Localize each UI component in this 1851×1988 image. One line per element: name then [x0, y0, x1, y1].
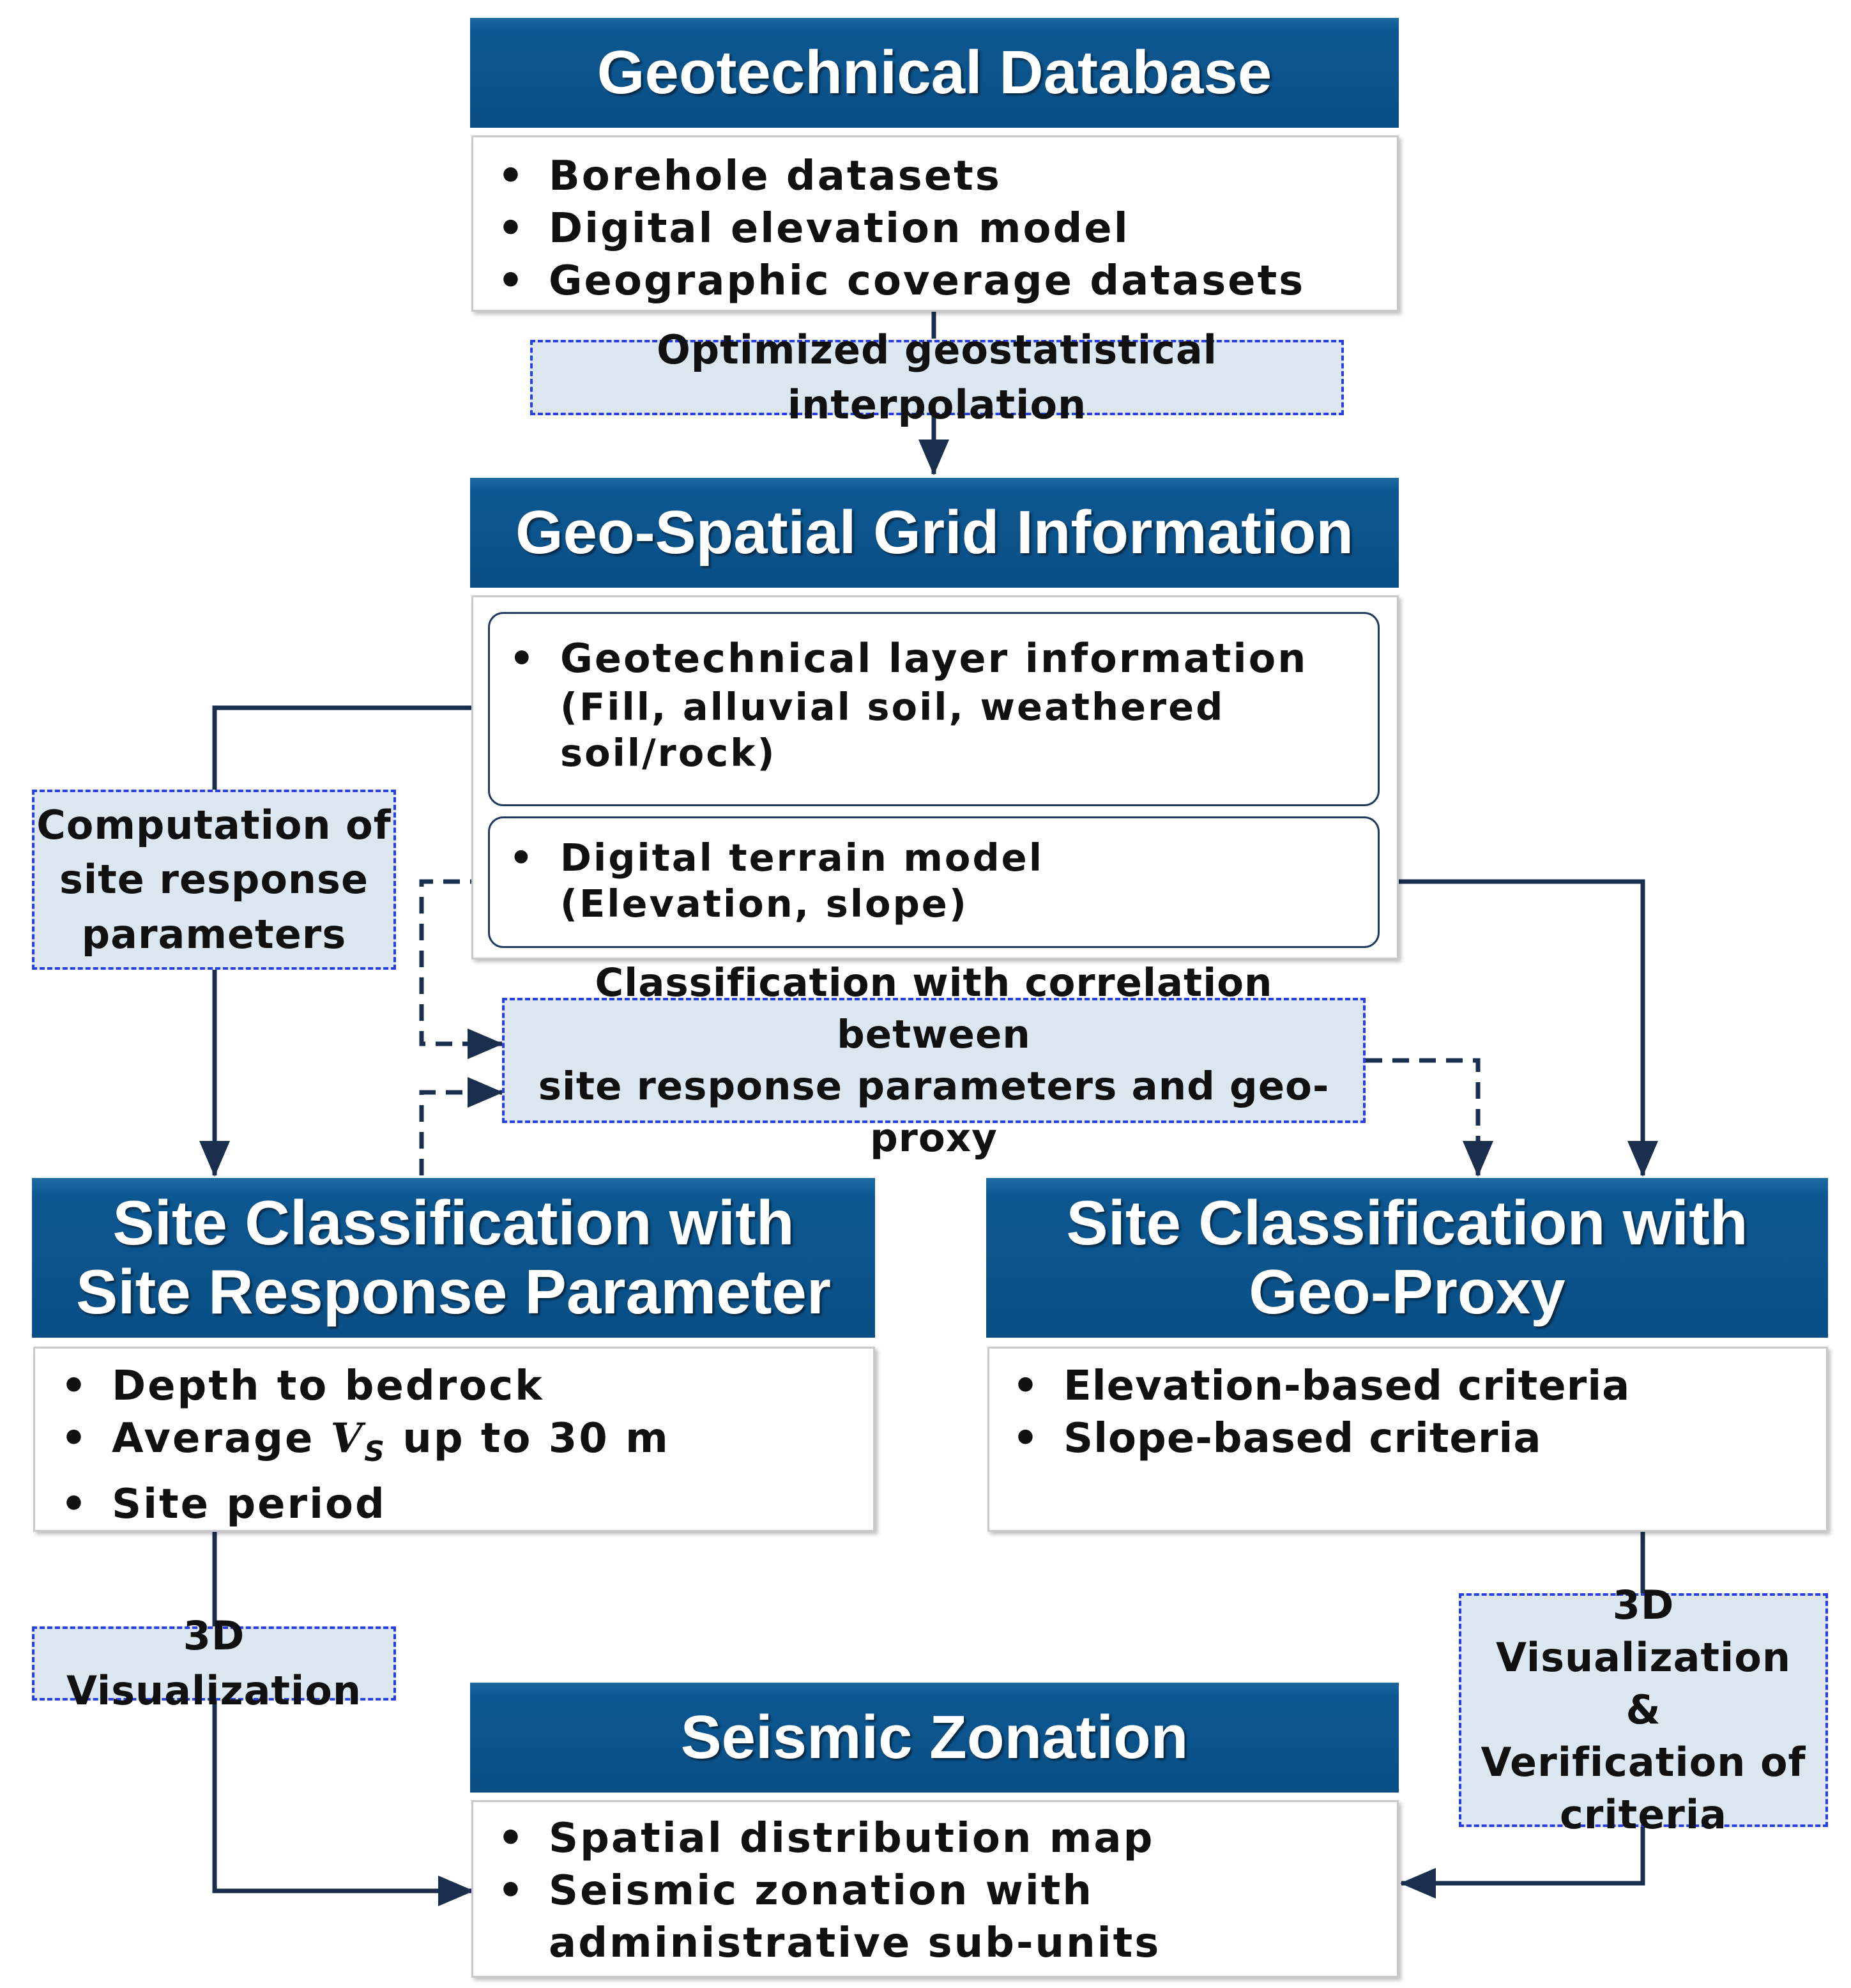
computation-step-line-2: site response [59, 856, 369, 903]
geo-proxy-item-elevation: Elevation-based criteria [1012, 1360, 1826, 1412]
layer-information-bullet: Geotechnical layer information [509, 633, 1378, 684]
geo-spatial-grid-title: Geo-Spatial Grid Information [515, 498, 1354, 567]
correlation-step-line-1: Classification with correlation between [595, 960, 1273, 1057]
visualization-left-step: 3D Visualization [32, 1612, 396, 1714]
dashed-arrow-site-response-to-correlation [419, 1077, 503, 1175]
layer-information-box: Geotechnical layer information (Fill, al… [488, 612, 1380, 806]
visualization-right-line-1: 3D Visualization [1495, 1582, 1792, 1681]
arrow-layer-to-computation [212, 705, 487, 790]
interpolation-step: Optimized geostatistical interpolation [530, 326, 1344, 428]
site-response-title-line-2: Site Response Parameter [76, 1257, 831, 1327]
site-response-item-depth: Depth to bedrock [61, 1360, 873, 1412]
site-response-item-average-vs: Average VS up to 30 m [61, 1412, 873, 1478]
geo-proxy-classification-header: Site Classification with Geo-Proxy [986, 1178, 1828, 1338]
seismic-zonation-panel: Spatial distribution map Seismic zonatio… [471, 1800, 1399, 1978]
visualization-right-step: 3D Visualization & Verification of crite… [1459, 1582, 1828, 1838]
vs-subscript: S [364, 1435, 386, 1468]
layer-information-detail-1: (Fill, alluvial soil, weathered [560, 685, 1225, 729]
geotechnical-database-header: Geotechnical Database [470, 18, 1399, 128]
terrain-model-box: Digital terrain model (Elevation, slope) [488, 816, 1380, 948]
geo-proxy-title-line-1: Site Classification with [1066, 1188, 1748, 1258]
db-item-coverage: Geographic coverage datasets [498, 255, 1397, 307]
seismic-zonation-header: Seismic Zonation [470, 1683, 1399, 1793]
layer-information-detail-2: soil/rock) [560, 731, 777, 775]
db-item-borehole: Borehole datasets [498, 150, 1397, 203]
correlation-step: Classification with correlation between … [502, 960, 1366, 1161]
dashed-arrow-terrain-to-correlation [419, 879, 503, 1059]
zonation-item-map: Spatial distribution map [498, 1812, 1397, 1865]
arrow-verification-to-zonation [1400, 1827, 1645, 1899]
correlation-step-line-2: site response parameters and geo-proxy [538, 1064, 1330, 1161]
arrow-visualization-to-zonation [212, 1701, 474, 1906]
vs-prefix: Average [112, 1415, 331, 1462]
seismic-zonation-title: Seismic Zonation [680, 1703, 1189, 1772]
site-response-item-period: Site period [61, 1478, 873, 1531]
terrain-model-bullet: Digital terrain model [509, 835, 1378, 881]
visualization-right-line-3: Verification of [1481, 1738, 1806, 1785]
interpolation-step-label: Optimized geostatistical interpolation [657, 326, 1217, 428]
computation-step-line-1: Computation of [36, 801, 392, 848]
vs-suffix: up to 30 m [386, 1415, 670, 1462]
site-response-classification-header: Site Classification with Site Response P… [32, 1178, 875, 1338]
computation-step-line-3: parameters [81, 910, 347, 958]
dashed-arrow-correlation-to-geo-proxy [1366, 1058, 1493, 1177]
db-item-elevation-model: Digital elevation model [498, 203, 1397, 255]
zonation-item-sub-units: Seismic zonation with administrative sub… [498, 1865, 1397, 1969]
vs-symbol: V [330, 1414, 365, 1462]
zonation-item-sub-units-line-1: Seismic zonation with [549, 1867, 1093, 1915]
visualization-left-label: 3D Visualization [66, 1612, 362, 1714]
geotechnical-database-title: Geotechnical Database [597, 38, 1272, 107]
geo-proxy-title-line-2: Geo-Proxy [1249, 1257, 1565, 1327]
zonation-item-sub-units-line-2: administrative sub-units [549, 1920, 1161, 1967]
geotechnical-database-panel: Borehole datasets Digital elevation mode… [471, 135, 1399, 312]
visualization-right-line-4: criteria [1560, 1791, 1727, 1838]
terrain-model-detail: (Elevation, slope) [560, 882, 968, 926]
geo-proxy-item-slope: Slope-based criteria [1012, 1412, 1826, 1465]
site-response-title-line-1: Site Classification with [112, 1188, 795, 1258]
geo-spatial-grid-header: Geo-Spatial Grid Information [470, 478, 1399, 588]
arrow-terrain-to-geo-proxy [1380, 879, 1658, 1177]
geo-proxy-classification-panel: Elevation-based criteria Slope-based cri… [987, 1347, 1828, 1532]
site-response-classification-panel: Depth to bedrock Average VS up to 30 m S… [33, 1347, 875, 1532]
visualization-right-line-2: & [1626, 1686, 1661, 1734]
computation-step: Computation of site response parameters [32, 790, 396, 970]
